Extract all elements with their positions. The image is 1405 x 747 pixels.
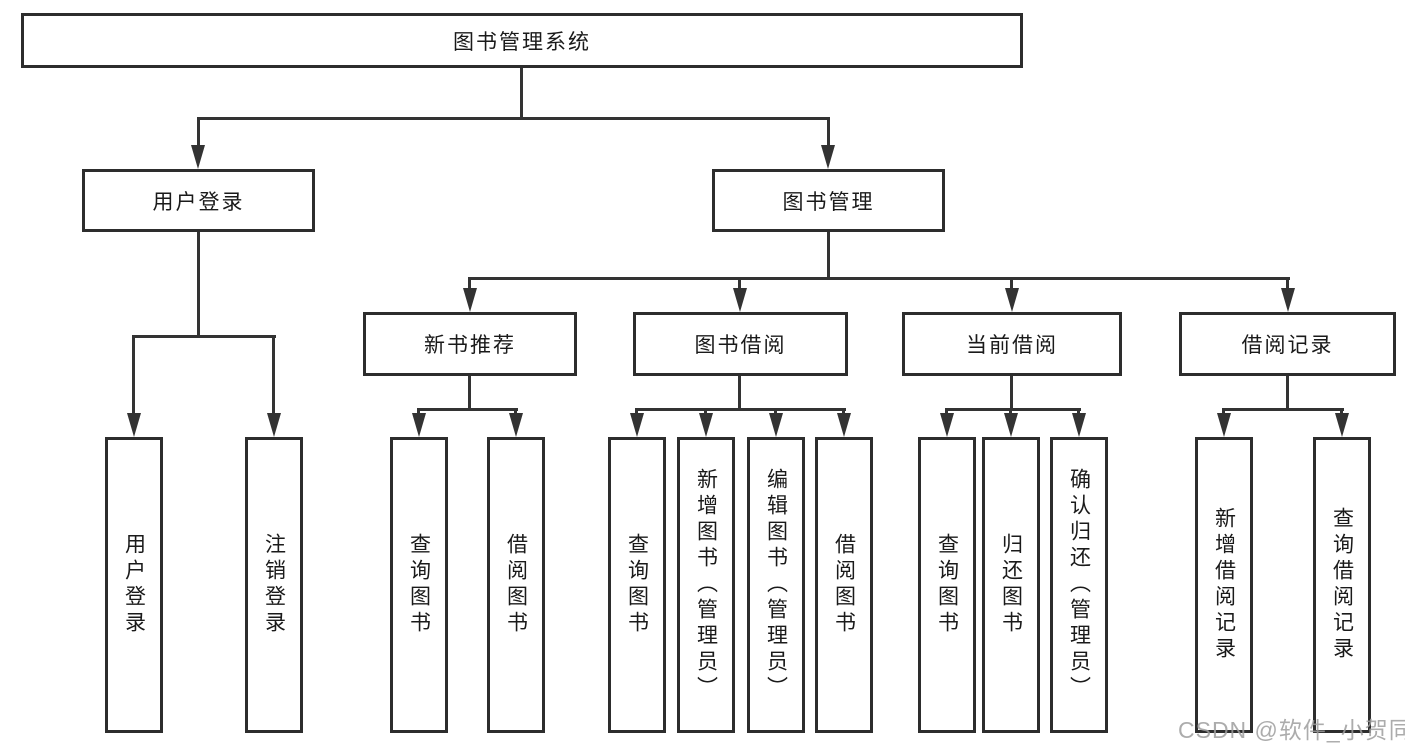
leaf-add-borrow-record: 新增借阅记录 xyxy=(1195,437,1253,733)
arrowhead-leaf-query2 xyxy=(630,413,644,437)
leaf-borrow-books-recommend: 借阅图书 xyxy=(487,437,545,733)
leaf-confirm-return-admin: 确认归还（管理员） xyxy=(1050,437,1108,733)
leaf-query-books-recommend: 查询图书 xyxy=(390,437,448,733)
connector-to-book-borrow xyxy=(738,277,741,290)
arrowhead-leaf-logout xyxy=(267,413,281,437)
leaf-user-login: 用户登录 xyxy=(105,437,163,733)
leaf-borrow-books: 借阅图书 xyxy=(815,437,873,733)
connector-to-leaf-logout xyxy=(272,335,275,415)
connector-br-branch xyxy=(1222,408,1344,411)
connector-user-login-stub xyxy=(197,232,200,335)
arrowhead-leaf-query3 xyxy=(940,413,954,437)
leaf-query-books-current: 查询图书 xyxy=(918,437,976,733)
arrowhead-leaf-return xyxy=(1004,413,1018,437)
csdn-watermark: CSDN @软件_小贺同学 xyxy=(1178,717,1405,743)
arrowhead-leaf-query1 xyxy=(412,413,426,437)
connector-to-new-book-recommend xyxy=(468,277,471,290)
arrowhead-leaf-borrow2 xyxy=(837,413,851,437)
node-root-library-system: 图书管理系统 xyxy=(21,13,1023,68)
connector-br-stub xyxy=(1286,376,1289,408)
connector-cb-branch xyxy=(945,408,1081,411)
arrowhead-leaf-query-record xyxy=(1335,413,1349,437)
arrowhead-leaf-add-book xyxy=(699,413,713,437)
connector-nbr-stub xyxy=(468,376,471,408)
connector-book-mgmt-stub xyxy=(827,232,830,277)
arrowhead-current-borrow xyxy=(1005,288,1019,312)
arrowhead-leaf-edit-book xyxy=(769,413,783,437)
connector-to-leaf-user-login xyxy=(132,335,135,415)
arrowhead-leaf-confirm-return xyxy=(1072,413,1086,437)
node-book-management: 图书管理 xyxy=(712,169,945,232)
arrowhead-book-management xyxy=(821,145,835,169)
connector-root-branch xyxy=(197,117,830,120)
node-book-borrow: 图书借阅 xyxy=(633,312,848,376)
connector-to-borrow-records xyxy=(1286,277,1289,290)
connector-root-stub xyxy=(520,68,523,117)
node-new-book-recommend: 新书推荐 xyxy=(363,312,577,376)
arrowhead-leaf-add-record xyxy=(1217,413,1231,437)
node-current-borrow: 当前借阅 xyxy=(902,312,1122,376)
connector-to-book-management xyxy=(827,117,830,147)
arrowhead-book-borrow xyxy=(733,288,747,312)
connector-bb-branch xyxy=(635,408,846,411)
arrowhead-leaf-borrow1 xyxy=(509,413,523,437)
leaf-return-books: 归还图书 xyxy=(982,437,1040,733)
connector-book-mgmt-branch xyxy=(468,277,1290,280)
connector-to-user-login xyxy=(197,117,200,147)
connector-to-current-borrow xyxy=(1010,277,1013,290)
arrowhead-new-book-recommend xyxy=(463,288,477,312)
leaf-add-book-admin: 新增图书（管理员） xyxy=(677,437,735,733)
connector-cb-stub xyxy=(1010,376,1013,408)
arrowhead-user-login xyxy=(191,145,205,169)
node-borrow-records: 借阅记录 xyxy=(1179,312,1396,376)
leaf-edit-book-admin: 编辑图书（管理员） xyxy=(747,437,805,733)
leaf-logout: 注销登录 xyxy=(245,437,303,733)
node-user-login: 用户登录 xyxy=(82,169,315,232)
connector-nbr-branch xyxy=(417,408,518,411)
leaf-query-books-borrow: 查询图书 xyxy=(608,437,666,733)
arrowhead-borrow-records xyxy=(1281,288,1295,312)
leaf-query-borrow-record: 查询借阅记录 xyxy=(1313,437,1371,733)
arrowhead-leaf-user-login xyxy=(127,413,141,437)
connector-bb-stub xyxy=(738,376,741,408)
connector-user-login-branch xyxy=(132,335,276,338)
